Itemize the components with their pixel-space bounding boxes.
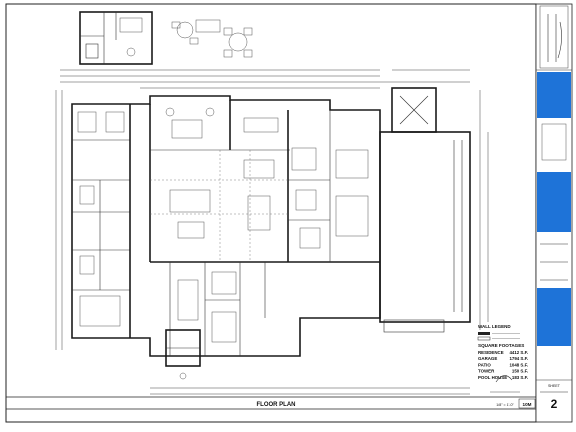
sheet-label: SHEET [548,384,561,388]
scale-note: 1/8" = 1'-0" [496,403,514,407]
bottom-dimension-lines [150,387,470,395]
left-dimension-lines [55,90,63,350]
interior-furniture [77,107,369,343]
top-dimension-lines [60,69,470,89]
title-block: SHEET 2 [535,3,573,423]
sheet-code: 10M [523,402,532,407]
sheet-border [5,3,537,423]
wall-legend-title: WALL LEGEND [478,324,511,329]
sf-row-label: GARAGE [478,356,497,361]
patio-furniture-top [171,19,253,58]
sf-row-value: 1794 S.F. [509,356,528,361]
sheet-number: 2 [551,397,558,411]
sf-row-value: 183 S.F. [512,375,528,380]
square-footages-title: SQUARE FOOTAGES [478,343,524,348]
sheet-title: FLOOR PLAN [257,402,296,408]
tower-plan [165,329,201,380]
sheet-title-bar: FLOOR PLAN 1/8" = 1'-0" 10M [6,396,536,410]
structural-grid [150,150,288,262]
sf-row-label: POOL HOUSE [478,375,507,380]
title-block-band-2 [537,172,571,232]
pool-house-plan [79,11,153,65]
sf-row-value: 1048 S.F. [509,362,528,367]
residence-walls [71,95,381,357]
sf-row-value: 150 S.F. [512,369,528,374]
title-block-band-1 [537,72,571,118]
square-footages-table: SQUARE FOOTAGES RESIDENCE 4412 S.F. GARAGE… [478,343,528,380]
north-arrow [490,375,520,393]
sf-row-label: TOWER [478,369,495,374]
garage-plan [379,87,489,333]
sf-row-value: 4412 S.F. [509,350,528,355]
sf-row-label: RESIDENCE [478,350,504,355]
title-block-band-3 [537,288,571,346]
title-block-logo-box [539,5,569,69]
wall-legend: WALL LEGEND [477,324,520,341]
sf-row-label: PATIO [478,362,491,367]
